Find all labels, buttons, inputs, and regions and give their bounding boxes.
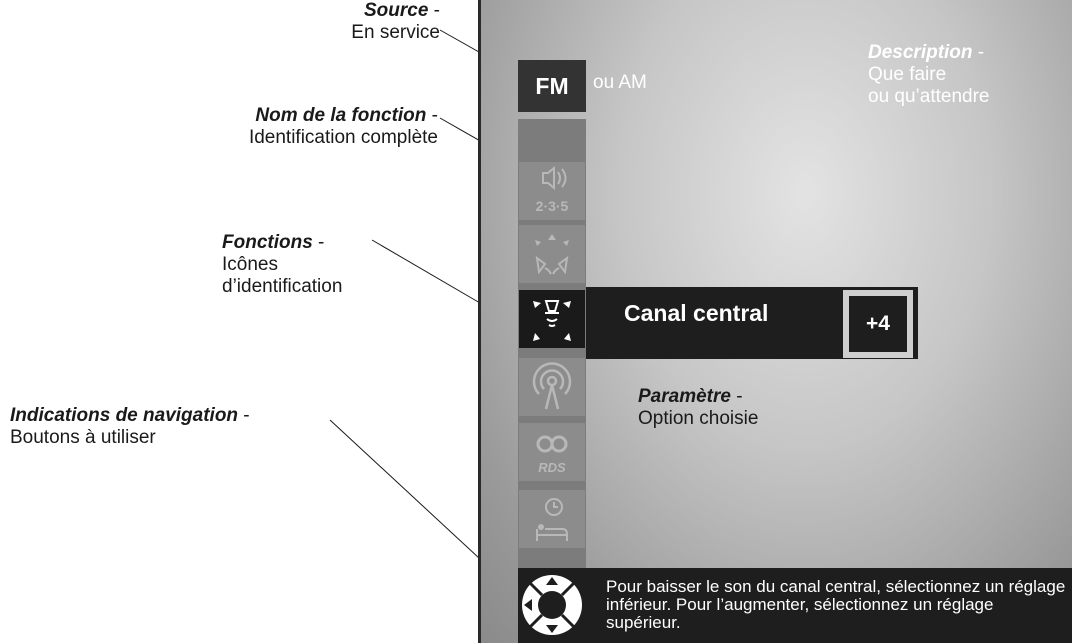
sidebar-item-antenna[interactable] [519,358,585,416]
source-label: Source [363,0,429,21]
description-annotation: Description - Que faire ou qu’attendre [868,42,990,108]
volume-icon: 2·3·5 [536,165,569,214]
function-name: Canal central [624,300,769,326]
rds-icon-label: RDS [538,460,566,475]
surround-speakers-icon [535,234,569,275]
nav-up-arrow-icon [546,577,558,585]
functions-label: Fonctions [222,232,313,253]
parameter-label: Paramètre [638,386,731,407]
navigation-description: Pour baisser le son du canal central, sé… [606,577,1066,632]
sidebar-item-surround[interactable] [519,225,585,283]
sidebar-item-rds[interactable]: RDS [519,423,585,481]
leader-functions [371,239,493,311]
source-label-suffix: - [428,0,440,21]
sidebar-item-volume[interactable]: 2·3·5 [519,162,585,220]
navigation-annotation: Indications de navigation - Boutons à ut… [10,405,340,449]
functions-text-1: Icônes [222,254,278,275]
source-annotation: Source - En service [300,0,440,44]
description-text-1: Que faire [868,64,947,85]
navigation-bar [518,568,1072,643]
sidebar-item-center-channel[interactable] [519,290,585,348]
functions-annotation: Fonctions - Icônes d’identification [222,232,402,298]
antenna-icon [532,362,572,410]
nav-left-arrow-icon [524,599,532,611]
nav-down-arrow-icon [546,625,558,633]
center-channel-icon [533,300,571,341]
functions-label-suffix: - [312,232,325,253]
parameter-annotation: Paramètre - Option choisie [638,386,758,430]
source-indicator: FM [518,60,586,112]
description-label: Description [868,42,973,63]
functions-text-2: d’identification [222,276,343,297]
navigation-label: Indications de navigation [10,405,239,426]
source-text: En service [351,22,440,43]
function-name-label: Nom de la fonction [255,105,427,126]
description-label-suffix: - [972,42,985,63]
navigation-label-suffix: - [238,405,250,426]
volume-icon-label: 2·3·5 [536,198,569,214]
parameter-text: Option choisie [638,408,759,429]
function-name-text: Identification complète [248,127,438,148]
source-alt-text: ou AM [593,72,647,93]
navigation-text: Boutons à utiliser [10,427,156,448]
parameter-label-suffix: - [730,386,743,407]
function-name-annotation: Nom de la fonction - Identification comp… [160,105,438,149]
navigation-buttons-icon[interactable] [520,571,584,644]
description-text-2: ou qu’attendre [868,86,990,107]
function-name-label-suffix: - [426,105,438,126]
screen-border [478,0,481,643]
parameter-value[interactable]: +4 [849,296,907,352]
rds-icon: RDS [536,435,568,475]
sleep-timer-icon [536,498,568,541]
sidebar-item-sleep-timer[interactable] [519,490,585,548]
